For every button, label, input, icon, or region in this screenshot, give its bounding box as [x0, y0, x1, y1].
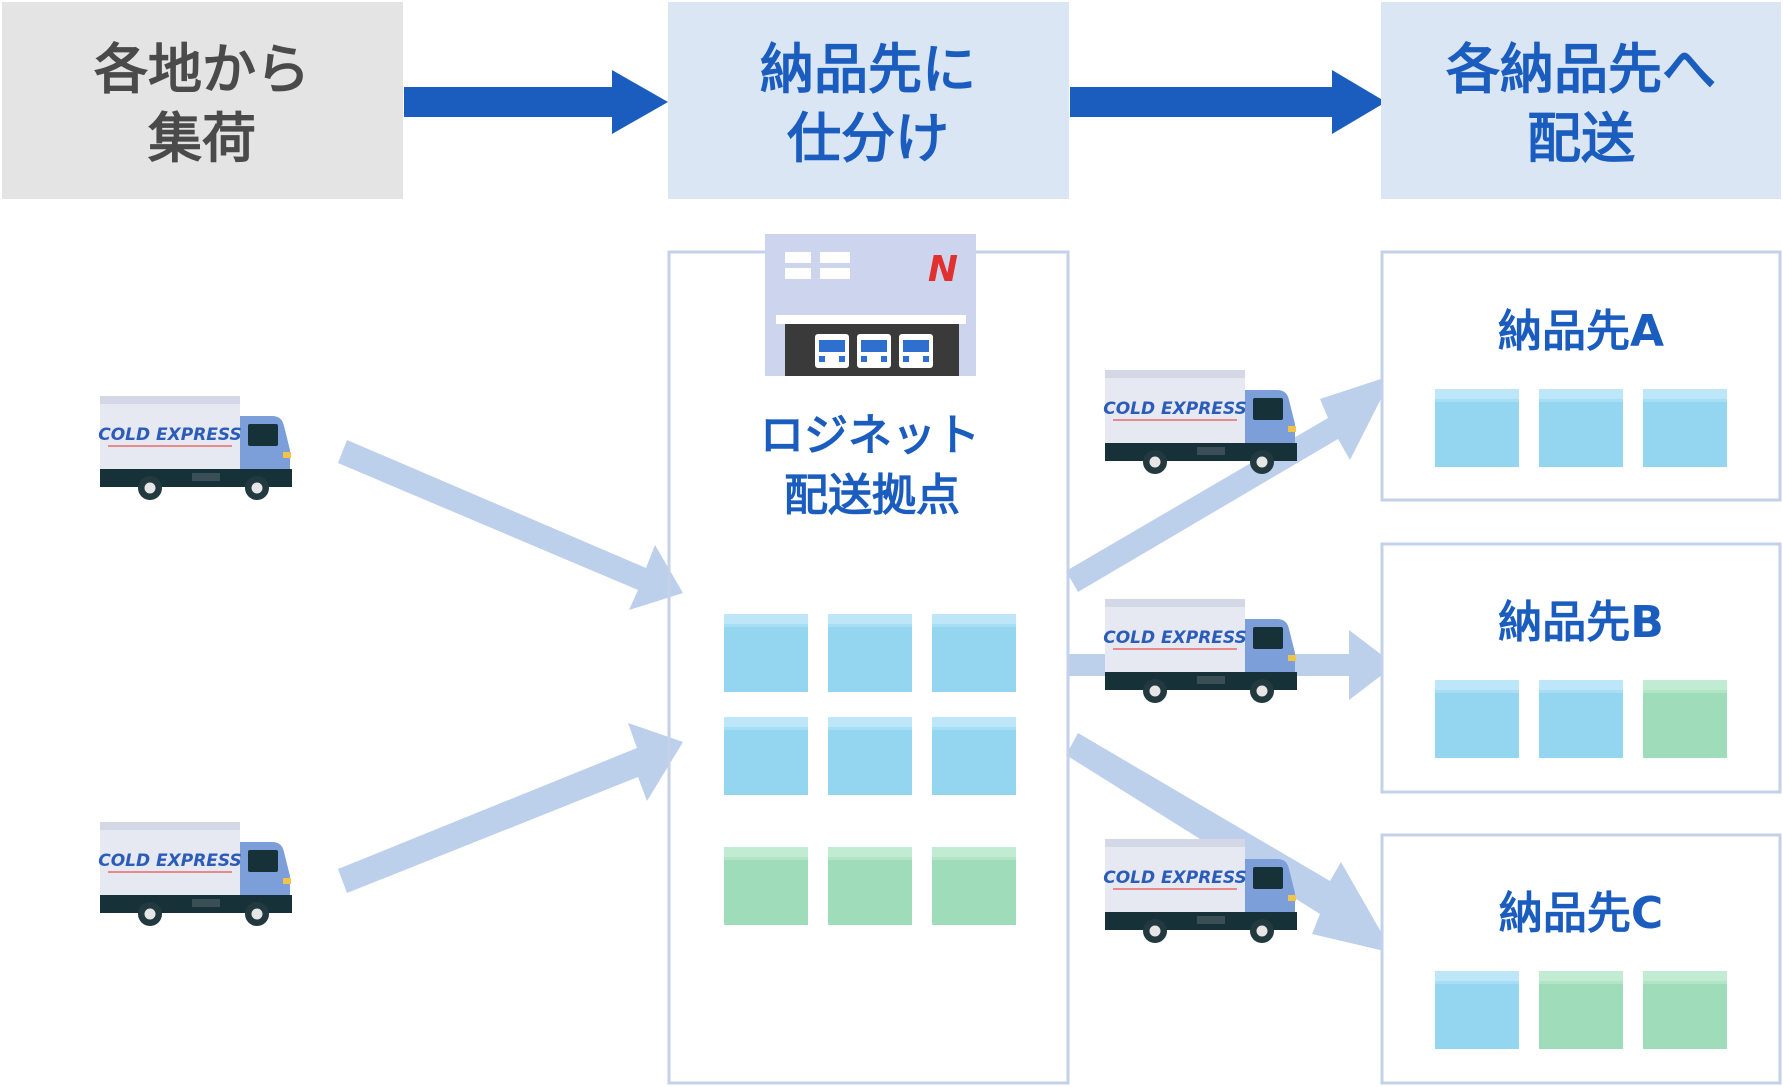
hub-box [932, 717, 1016, 795]
destination-a-label: 納品先A [1498, 306, 1664, 357]
hub-box [828, 847, 912, 925]
destination-box [1435, 971, 1519, 1049]
hub-box [828, 614, 912, 692]
hub-boxes [724, 614, 1016, 925]
truck-label: COLD EXPRESS [1103, 868, 1247, 888]
hub-building-icon: N [765, 234, 976, 376]
step-collect-line2: 集荷 [147, 107, 256, 170]
step-sort-line1: 納品先に [760, 38, 976, 101]
hub-title-line1: ロジネット [760, 410, 980, 461]
destination-box [1643, 971, 1727, 1049]
truck-outbound-a: COLD EXPRESS [1103, 369, 1298, 475]
truck-inbound-bottom: COLD EXPRESS [98, 821, 293, 927]
truck-label: COLD EXPRESS [98, 425, 242, 445]
inbound-arrow-bottom [338, 723, 683, 893]
step-deliver: 各納品先へ 配送 [1381, 2, 1781, 199]
hub-box [932, 847, 1016, 925]
hub-logo: N [928, 249, 958, 290]
destination-box [1539, 971, 1623, 1049]
destination-box [1539, 389, 1623, 467]
truck-label: COLD EXPRESS [98, 851, 242, 871]
truck-inbound-top: COLD EXPRESS [98, 395, 293, 501]
step-deliver-line2: 配送 [1527, 107, 1635, 170]
step-arrow-1 [404, 70, 668, 134]
destination-b-label: 納品先B [1498, 597, 1664, 648]
outbound-arrow-a [1066, 375, 1393, 592]
destination-box [1643, 389, 1727, 467]
hub-title-line2: 配送拠点 [784, 470, 960, 521]
truck-label: COLD EXPRESS [1103, 628, 1247, 648]
step-sort-line2: 仕分け [787, 107, 949, 170]
destination-box [1539, 680, 1623, 758]
step-deliver-line1: 各納品先へ [1446, 38, 1716, 101]
destination-a: 納品先A [1380, 250, 1782, 502]
step-sort: 納品先に 仕分け [668, 2, 1069, 199]
truck-outbound-c: COLD EXPRESS [1103, 838, 1298, 944]
step-collect: 各地から 集荷 [2, 2, 403, 199]
destination-c: 納品先C [1380, 833, 1782, 1085]
destination-box [1643, 680, 1727, 758]
step-collect-line1: 各地から [94, 38, 310, 101]
hub-box [724, 717, 808, 795]
truck-label: COLD EXPRESS [1103, 399, 1247, 419]
step-arrow-2 [1070, 70, 1386, 134]
hub-box [724, 614, 808, 692]
destination-b: 納品先B [1380, 542, 1782, 794]
inbound-arrow-top [338, 440, 683, 610]
destination-box [1435, 389, 1519, 467]
hub-box [828, 717, 912, 795]
destination-box [1435, 680, 1519, 758]
hub-box [932, 614, 1016, 692]
truck-outbound-b: COLD EXPRESS [1103, 598, 1298, 704]
destination-c-label: 納品先C [1499, 888, 1663, 939]
hub-box [724, 847, 808, 925]
